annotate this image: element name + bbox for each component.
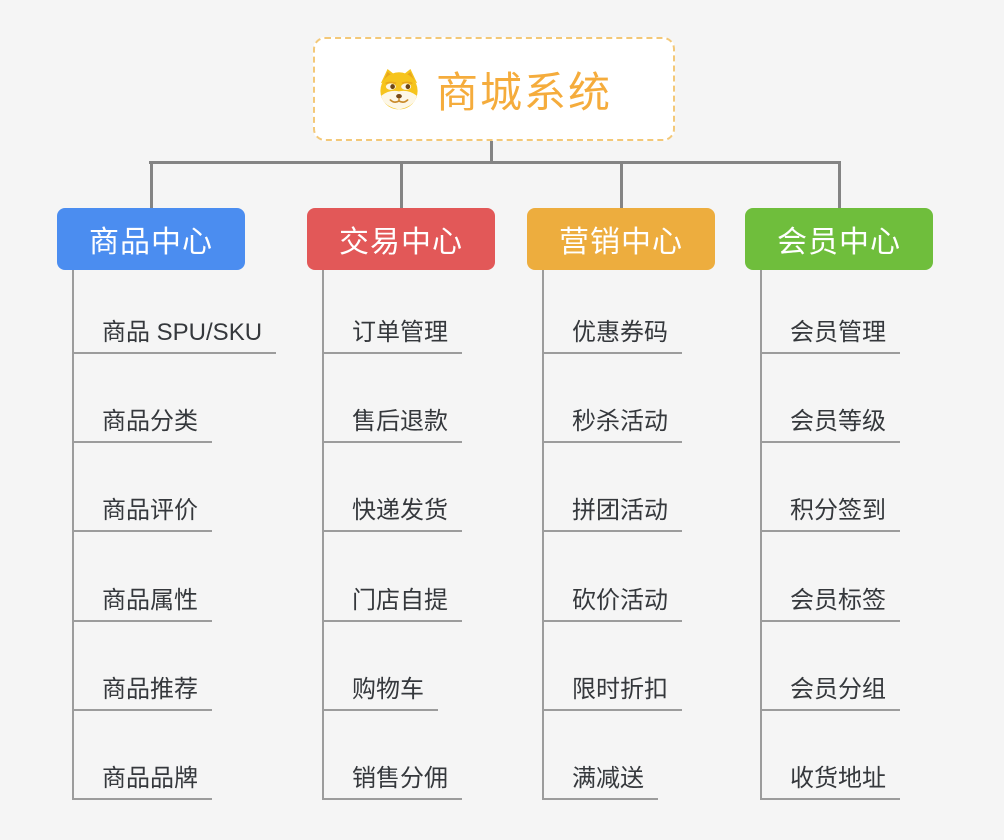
leaf-item-label: 会员分组 xyxy=(790,676,886,703)
leaf-item[interactable]: 商品品牌 xyxy=(72,758,212,800)
branch-drop-connector xyxy=(399,161,403,208)
leaf-item[interactable]: 门店自提 xyxy=(322,580,462,622)
leaf-item-label: 商品分类 xyxy=(102,408,198,435)
leaf-item[interactable]: 购物车 xyxy=(322,669,438,711)
branch-box-2[interactable]: 交易中心 xyxy=(307,208,495,270)
column-spine-connector xyxy=(72,270,74,800)
leaf-item-label: 会员标签 xyxy=(790,587,886,614)
leaf-item-label: 收货地址 xyxy=(790,765,886,792)
leaf-item-label: 快递发货 xyxy=(352,497,448,524)
leaf-item[interactable]: 会员管理 xyxy=(760,312,900,354)
leaf-item-label: 商品品牌 xyxy=(102,765,198,792)
leaf-item[interactable]: 优惠券码 xyxy=(542,312,682,354)
leaf-item[interactable]: 售后退款 xyxy=(322,401,462,443)
leaf-item[interactable]: 砍价活动 xyxy=(542,580,682,622)
branch-drop-connector xyxy=(149,161,153,208)
leaf-item-label: 商品推荐 xyxy=(102,676,198,703)
leaf-item[interactable]: 快递发货 xyxy=(322,490,462,532)
leaf-item-label: 限时折扣 xyxy=(572,676,668,703)
column-spine-connector xyxy=(322,270,324,800)
leaf-item-label: 售后退款 xyxy=(352,408,448,435)
branch-box-3[interactable]: 营销中心 xyxy=(527,208,715,270)
leaf-item[interactable]: 秒杀活动 xyxy=(542,401,682,443)
leaf-item-label: 商品属性 xyxy=(102,587,198,614)
leaf-item-label: 购物车 xyxy=(352,676,424,703)
leaf-item-label: 砍价活动 xyxy=(572,587,668,614)
leaf-item-label: 优惠券码 xyxy=(572,319,668,346)
root-title: 商城系统 xyxy=(435,68,612,116)
leaf-item[interactable]: 商品评价 xyxy=(72,490,212,532)
leaf-item-label: 商品评价 xyxy=(102,497,198,524)
branch-box-1[interactable]: 商品中心 xyxy=(57,208,245,270)
root-node-mall-system[interactable]: 商城系统 xyxy=(313,37,675,141)
branch-box-4[interactable]: 会员中心 xyxy=(745,208,933,270)
leaf-item[interactable]: 商品 SPU/SKU xyxy=(72,312,277,354)
branch-label: 会员中心 xyxy=(777,226,901,259)
leaf-item-label: 拼团活动 xyxy=(572,497,668,524)
leaf-item[interactable]: 满减送 xyxy=(542,758,658,800)
leaf-item-label: 商品 SPU/SKU xyxy=(102,319,263,346)
leaf-item[interactable]: 拼团活动 xyxy=(542,490,682,532)
leaf-item[interactable]: 销售分佣 xyxy=(322,758,462,800)
leaf-item[interactable]: 商品属性 xyxy=(72,580,212,622)
branch-bus-connector xyxy=(149,161,839,164)
leaf-item[interactable]: 商品推荐 xyxy=(72,669,212,711)
branch-label: 交易中心 xyxy=(339,226,463,259)
branch-drop-connector xyxy=(837,161,841,208)
leaf-item[interactable]: 会员标签 xyxy=(760,580,900,622)
leaf-item-label: 满减送 xyxy=(572,765,644,792)
leaf-item-label: 订单管理 xyxy=(352,319,448,346)
leaf-item[interactable]: 会员分组 xyxy=(760,669,900,711)
leaf-item[interactable]: 会员等级 xyxy=(760,401,900,443)
leaf-item-label: 销售分佣 xyxy=(352,765,448,792)
branch-label: 营销中心 xyxy=(559,226,683,259)
leaf-item[interactable]: 积分签到 xyxy=(760,490,900,532)
column-spine-connector xyxy=(760,270,762,800)
branch-drop-connector xyxy=(619,161,623,208)
leaf-item-label: 积分签到 xyxy=(790,497,886,524)
leaf-item-label: 会员管理 xyxy=(790,319,886,346)
leaf-item[interactable]: 收货地址 xyxy=(760,758,900,800)
leaf-item-label: 会员等级 xyxy=(790,408,886,435)
leaf-item[interactable]: 限时折扣 xyxy=(542,669,682,711)
leaf-item[interactable]: 商品分类 xyxy=(72,401,212,443)
branch-label: 商品中心 xyxy=(89,226,213,259)
column-spine-connector xyxy=(542,270,544,800)
root-stem-connector xyxy=(490,141,493,163)
doge-icon xyxy=(380,68,418,110)
leaf-item[interactable]: 订单管理 xyxy=(322,312,462,354)
leaf-item-label: 门店自提 xyxy=(352,587,448,614)
leaf-item-label: 秒杀活动 xyxy=(572,408,668,435)
